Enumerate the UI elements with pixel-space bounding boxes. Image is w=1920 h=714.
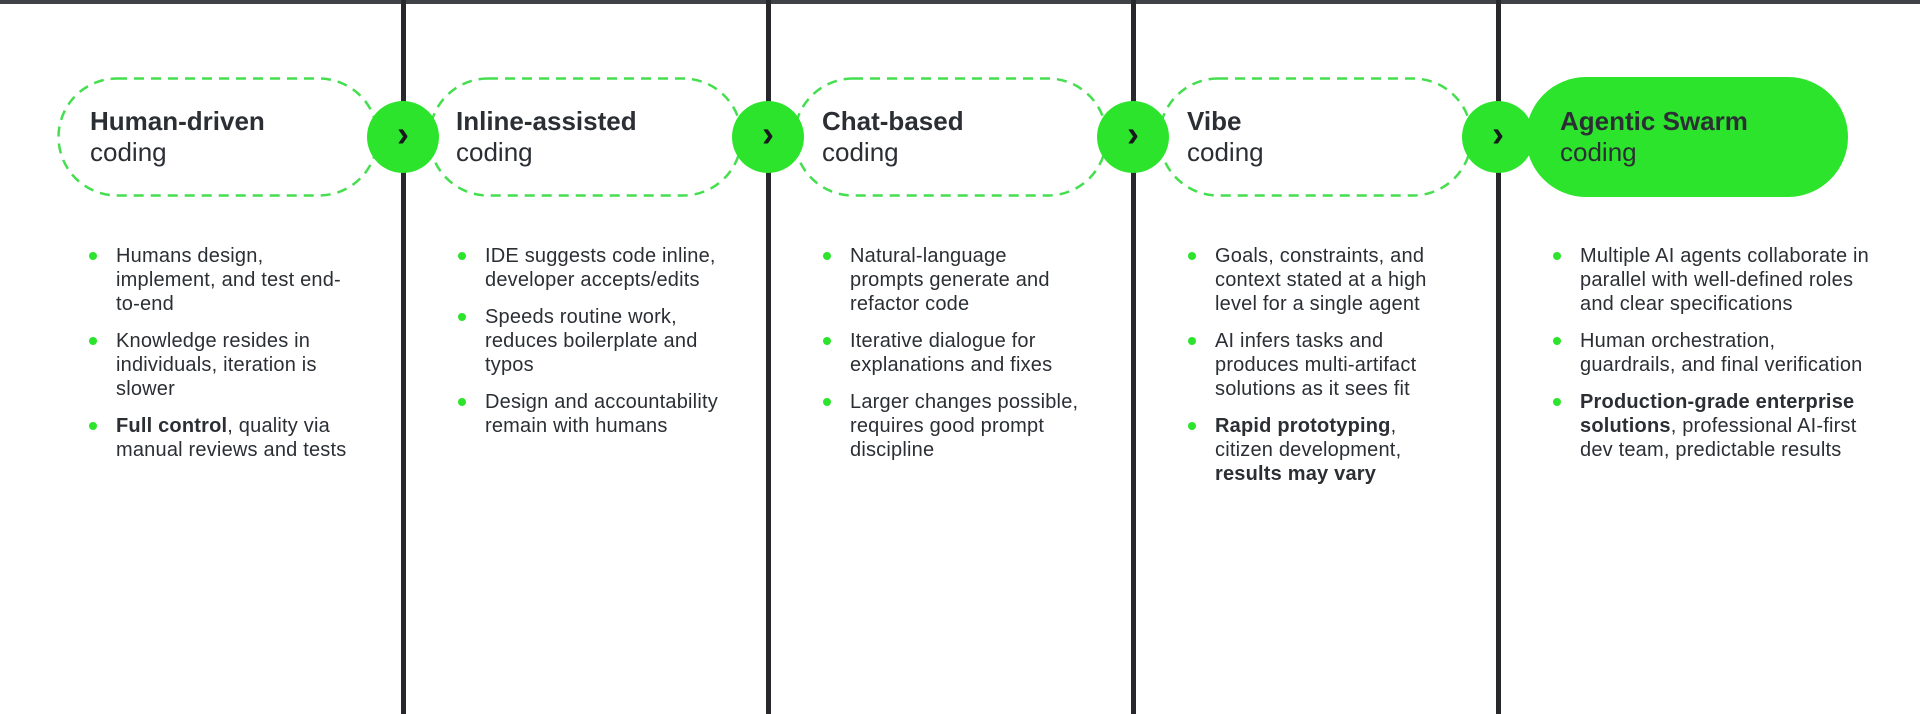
bullet-item: Human orchestration, guardrails, and fin…: [1552, 329, 1870, 377]
pill-title-line1: Inline-assisted: [456, 106, 637, 136]
bullet-text: Human orchestration, guardrails, and fin…: [1580, 330, 1863, 376]
bullet-item: AI infers tasks and produces multi-artif…: [1187, 329, 1455, 401]
bullet-text: IDE suggests code inline, developer acce…: [485, 245, 716, 291]
bullet-text-bold: results may vary: [1215, 463, 1377, 485]
bullet-item: Design and accountability remain with hu…: [457, 390, 737, 438]
bullet-text: Larger changes possible, requires good p…: [850, 391, 1079, 461]
column-divider-2: [766, 0, 771, 714]
bullet-item: Larger changes possible, requires good p…: [822, 390, 1085, 462]
bullet-item: Multiple AI agents collaborate in parall…: [1552, 244, 1870, 316]
bullet-text: , professional AI-first dev team, predic…: [1580, 415, 1857, 461]
bullet-item: Natural-language prompts generate and re…: [822, 244, 1085, 316]
pill-title-line2: coding: [1187, 137, 1264, 167]
stage-bullets-1: Humans design, implement, and test end-t…: [88, 244, 356, 462]
bullet-text: , citizen development,: [1215, 415, 1402, 461]
pill-title-line1: Human-driven: [90, 106, 265, 136]
column-divider-3: [1131, 0, 1136, 714]
bullet-item: Production-grade enterprise solutions, p…: [1552, 390, 1870, 462]
pill-title-line1: Vibe: [1187, 106, 1242, 136]
bullet-item: Iterative dialogue for explanations and …: [822, 329, 1085, 377]
bullet-text: Goals, constraints, and context stated a…: [1215, 245, 1427, 315]
top-rule: [0, 0, 1920, 4]
connector-circle-4: ›: [1462, 101, 1534, 173]
stage-bullets-4: Goals, constraints, and context stated a…: [1187, 244, 1455, 486]
chevron-right-icon: ›: [1492, 113, 1504, 154]
pill-title-line2: coding: [456, 137, 533, 167]
chevron-right-icon: ›: [1127, 113, 1139, 154]
bullet-item: Goals, constraints, and context stated a…: [1187, 244, 1455, 316]
bullet-item: Full control, quality via manual reviews…: [88, 414, 356, 462]
bullet-text: , quality via manual reviews and tests: [116, 415, 347, 461]
bullet-item: Rapid prototyping, citizen development, …: [1187, 414, 1455, 486]
bullet-text-bold: Production-grade enterprise solutions: [1580, 391, 1855, 437]
stage-bullets-5: Multiple AI agents collaborate in parall…: [1552, 244, 1870, 462]
pill-title-line1: Agentic Swarm: [1560, 106, 1748, 136]
pill-title-line2: coding: [822, 137, 899, 167]
bullet-text-bold: Rapid prototyping: [1215, 415, 1391, 437]
connector-circle-1: ›: [367, 101, 439, 173]
stage-bullets-2: IDE suggests code inline, developer acce…: [457, 244, 737, 438]
stage-bullets-3: Natural-language prompts generate and re…: [822, 244, 1085, 462]
bullet-text: Humans design, implement, and test end-t…: [116, 245, 341, 315]
bullet-item: Humans design, implement, and test end-t…: [88, 244, 356, 316]
bullet-text: AI infers tasks and produces multi-artif…: [1215, 330, 1417, 400]
bullet-item: IDE suggests code inline, developer acce…: [457, 244, 737, 292]
pill-title-line2: coding: [90, 137, 167, 167]
chevron-right-icon: ›: [762, 113, 774, 154]
bullet-text: Design and accountability remain with hu…: [485, 391, 718, 437]
bullet-text: Iterative dialogue for explanations and …: [850, 330, 1053, 376]
bullet-text: Knowledge resides in individuals, iterat…: [116, 330, 317, 400]
bullet-text: Speeds routine work, reduces boilerplate…: [485, 306, 698, 376]
bullet-item: Speeds routine work, reduces boilerplate…: [457, 305, 737, 377]
bullet-text-bold: Full control: [116, 415, 228, 437]
column-divider-1: [401, 0, 406, 714]
bullet-text: Natural-language prompts generate and re…: [850, 245, 1050, 315]
bullet-text: Multiple AI agents collaborate in parall…: [1580, 245, 1869, 315]
connector-circle-2: ›: [732, 101, 804, 173]
connector-circle-3: ›: [1097, 101, 1169, 173]
pill-title-line1: Chat-based: [822, 106, 964, 136]
bullet-item: Knowledge resides in individuals, iterat…: [88, 329, 356, 401]
column-divider-4: [1496, 0, 1501, 714]
chevron-right-icon: ›: [397, 113, 409, 154]
pill-title-line2: coding: [1560, 137, 1637, 167]
